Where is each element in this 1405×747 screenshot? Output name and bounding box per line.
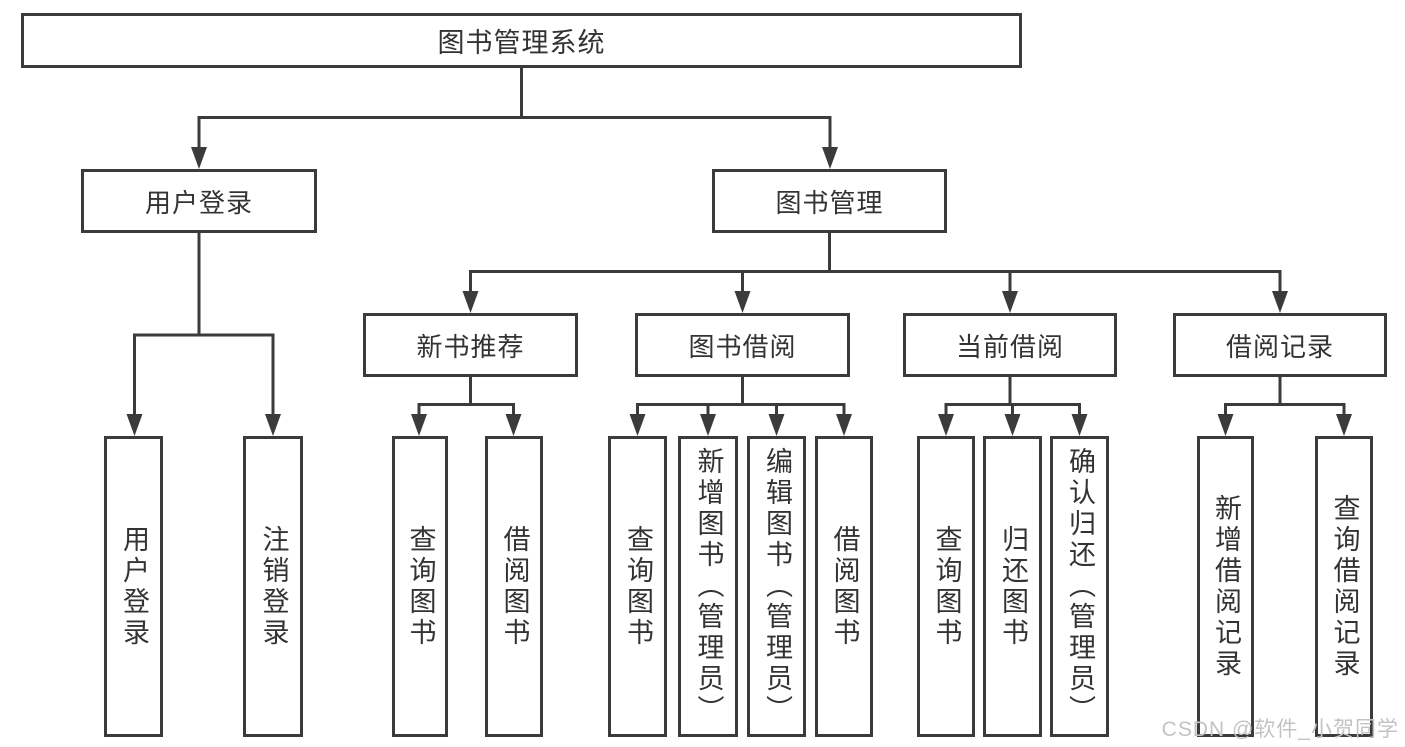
leaf-label: 查询图书	[931, 524, 962, 649]
node-user-login-branch: 用户登录	[81, 169, 317, 233]
leaf-add-borrow-record: 新增借阅记录	[1197, 436, 1254, 737]
leaf-borrow-query-books: 查询图书	[608, 436, 667, 737]
connector-borrow-records-split	[1217, 375, 1352, 436]
leaf-recommend-borrow-books: 借阅图书	[485, 436, 543, 737]
connector-book-management-split	[462, 231, 1288, 313]
node-label: 图书管理	[775, 187, 884, 218]
connector-book-borrow-split	[629, 375, 852, 436]
leaf-label: 新增图书（管理员）	[693, 447, 724, 726]
leaf-edit-books-admin: 编辑图书（管理员）	[747, 436, 806, 737]
node-label: 当前借阅	[955, 331, 1064, 362]
leaf-label: 查询图书	[623, 524, 653, 649]
leaf-label: 确认归还（管理员）	[1065, 447, 1095, 726]
node-new-book-recommend: 新书推荐	[363, 313, 578, 377]
connector-user-login-split	[126, 231, 281, 436]
leaf-label: 归还图书	[998, 524, 1028, 649]
leaf-return-books: 归还图书	[983, 436, 1042, 737]
leaf-label: 新增借阅记录	[1211, 493, 1241, 680]
leaf-query-borrow-record: 查询借阅记录	[1315, 436, 1373, 737]
connector-new-book-recommend-split	[411, 375, 522, 436]
leaf-label: 查询借阅记录	[1329, 493, 1360, 680]
connector-current-borrow-split	[938, 375, 1088, 436]
watermark-text: CSDN @软件_小贺同学	[1161, 718, 1399, 741]
leaf-add-books-admin: 新增图书（管理员）	[678, 436, 738, 737]
leaf-logout: 注销登录	[243, 436, 303, 737]
leaf-borrow-books: 借阅图书	[815, 436, 873, 737]
node-label: 用户登录	[144, 187, 253, 218]
leaf-recommend-query-books: 查询图书	[392, 436, 448, 737]
leaf-label: 借阅图书	[829, 524, 860, 649]
leaf-user-login: 用户登录	[104, 436, 163, 737]
node-label: 图书管理系统	[437, 28, 606, 58]
node-book-management-branch: 图书管理	[712, 169, 947, 233]
leaf-confirm-return-admin: 确认归还（管理员）	[1050, 436, 1109, 737]
node-library-management-system: 图书管理系统	[21, 13, 1022, 68]
leaf-label: 借阅图书	[499, 524, 530, 649]
node-label: 图书借阅	[688, 331, 797, 362]
leaf-label: 编辑图书（管理员）	[762, 447, 792, 726]
node-label: 新书推荐	[416, 331, 525, 362]
connector-root-split	[191, 66, 838, 169]
leaf-label: 注销登录	[258, 524, 289, 649]
leaf-label: 查询图书	[405, 524, 436, 649]
leaf-current-query-books: 查询图书	[917, 436, 975, 737]
node-borrow-records: 借阅记录	[1173, 313, 1387, 377]
node-current-borrow: 当前借阅	[903, 313, 1117, 377]
node-book-borrow: 图书借阅	[635, 313, 850, 377]
leaf-label: 用户登录	[119, 524, 149, 649]
node-label: 借阅记录	[1225, 331, 1334, 362]
